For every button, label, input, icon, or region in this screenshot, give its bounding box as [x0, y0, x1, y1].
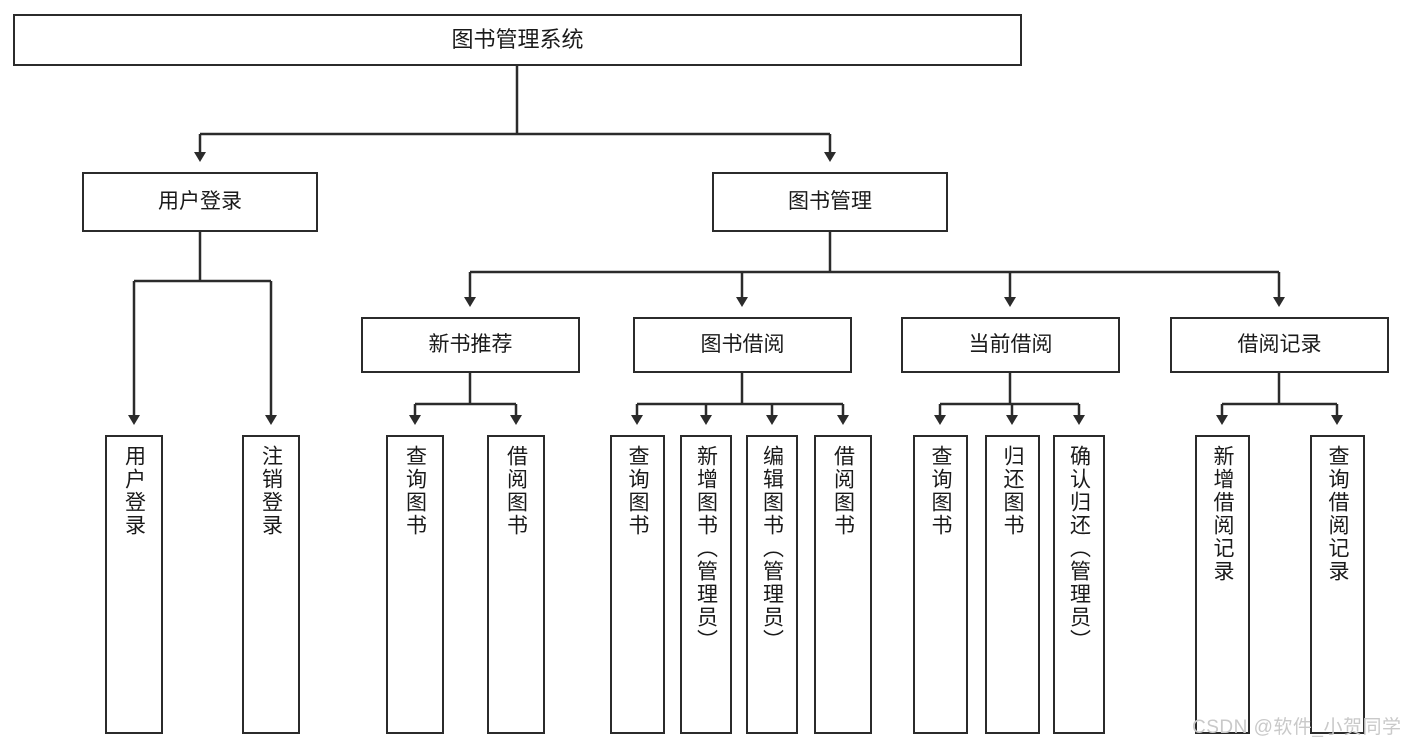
node-leaf-borrow-book-1[interactable]: 借阅图书: [487, 435, 545, 734]
node-label: 借阅记录: [1237, 332, 1322, 356]
node-label: 查询图书: [403, 445, 427, 537]
node-label: 新书推荐: [428, 332, 513, 356]
node-leaf-query-borrow-record[interactable]: 查询借阅记录: [1310, 435, 1365, 734]
node-label: 用户登录: [122, 445, 146, 537]
node-label: 编辑图书（管理员）: [760, 445, 784, 652]
node-label: 用户登录: [158, 189, 242, 213]
node-leaf-query-book-3[interactable]: 查询图书: [913, 435, 968, 734]
node-user-login[interactable]: 用户登录: [82, 172, 318, 232]
node-leaf-confirm-return[interactable]: 确认归还（管理员）: [1053, 435, 1105, 734]
node-leaf-borrow-book-2[interactable]: 借阅图书: [814, 435, 872, 734]
node-book-borrow[interactable]: 图书借阅: [633, 317, 852, 373]
node-label: 注销登录: [259, 445, 283, 537]
node-label: 图书管理: [788, 189, 872, 213]
node-leaf-add-book[interactable]: 新增图书（管理员）: [680, 435, 732, 734]
csdn-watermark: CSDN @软件_小贺同学: [1192, 717, 1402, 738]
node-label: 归还图书: [1001, 445, 1024, 537]
node-label: 查询图书: [626, 445, 649, 537]
node-leaf-return-book[interactable]: 归还图书: [985, 435, 1040, 734]
node-label: 借阅图书: [504, 445, 528, 537]
node-leaf-edit-book[interactable]: 编辑图书（管理员）: [746, 435, 798, 734]
node-new-book-recommend[interactable]: 新书推荐: [361, 317, 580, 373]
node-book-management-system[interactable]: 图书管理系统: [13, 14, 1022, 66]
node-label: 当前借阅: [968, 332, 1053, 356]
node-leaf-add-borrow-record[interactable]: 新增借阅记录: [1195, 435, 1250, 734]
node-borrow-record[interactable]: 借阅记录: [1170, 317, 1389, 373]
node-leaf-query-book-2[interactable]: 查询图书: [610, 435, 665, 734]
node-leaf-user-login[interactable]: 用户登录: [105, 435, 163, 734]
node-label: 新增图书（管理员）: [694, 445, 718, 652]
node-label: 确认归还（管理员）: [1067, 445, 1091, 652]
node-label: 图书借阅: [700, 332, 785, 356]
node-label: 图书管理系统: [451, 27, 584, 53]
node-label: 新增借阅记录: [1211, 445, 1234, 583]
node-book-management[interactable]: 图书管理: [712, 172, 948, 232]
node-leaf-logout[interactable]: 注销登录: [242, 435, 300, 734]
node-label: 查询借阅记录: [1326, 445, 1349, 583]
node-leaf-query-book-1[interactable]: 查询图书: [386, 435, 444, 734]
node-label: 借阅图书: [831, 445, 855, 537]
node-label: 查询图书: [929, 445, 952, 537]
node-current-borrow[interactable]: 当前借阅: [901, 317, 1120, 373]
